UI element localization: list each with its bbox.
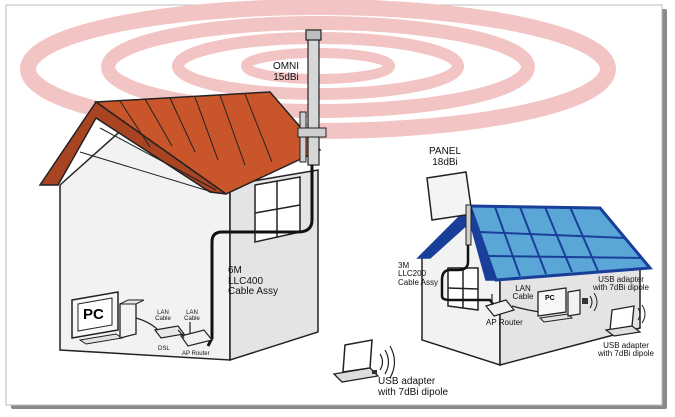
cable-3m-assy: Cable Assy <box>398 279 438 287</box>
lan-label-line2: Cable <box>509 293 537 301</box>
usb-label-line1: USB adapter <box>378 377 448 388</box>
center-usb-adapter <box>372 370 377 374</box>
lan-label-line2: Cable <box>179 316 205 322</box>
omni-label: OMNI 15dBi <box>268 62 304 83</box>
omni-antenna-clamp <box>298 128 326 137</box>
panel-gain: 18dBi <box>424 158 466 169</box>
cable-6m-assy: Cable Assy <box>228 287 278 298</box>
panel-label: PANEL 18dBi <box>424 147 466 168</box>
usb-label-line2: with 7dBi dipole <box>378 388 448 399</box>
left-lan-cable-label: LAN Cable <box>150 310 176 323</box>
left-ap-router-label: AP Router <box>182 351 210 357</box>
left-pc-tower <box>120 300 136 338</box>
usb-adapter-center-label: USB adapter with 7dBi dipole <box>378 377 448 398</box>
right-pc-tower <box>568 290 580 316</box>
usb-label-line2: with 7dBi dipole <box>583 284 659 292</box>
right-pc-monitor <box>538 288 566 316</box>
right-house-window <box>448 268 478 310</box>
center-laptop-screen <box>343 340 372 372</box>
panel-antenna-mast <box>466 205 471 245</box>
panel-antenna-face <box>427 172 472 220</box>
usb-adapter-top-label: USB adapter with 7dBi dipole <box>583 276 659 293</box>
cable-6m-length: 6M <box>228 266 278 277</box>
dsl-label: DSL <box>158 346 170 352</box>
omni-gain: 15dBi <box>268 73 304 84</box>
usb-adapter-right-label: USB adapter with 7dBi dipole <box>588 342 664 359</box>
lan-label-line2: Cable <box>150 316 176 322</box>
mid-lan-cable-label: LAN Cable <box>179 310 205 323</box>
cable-3m-label: 3M LLC200 Cable Assy <box>398 262 438 287</box>
omni-antenna-tip <box>306 30 321 40</box>
panel-name: PANEL <box>424 147 466 158</box>
cable-6m-label: 6M LLC400 Cable Assy <box>228 266 278 298</box>
left-pc-screen-label: PC <box>83 306 104 323</box>
usb-label-line2: with 7dBi dipole <box>588 350 664 358</box>
omni-name: OMNI <box>268 62 304 73</box>
right-pc-screen-label: PC <box>545 295 555 302</box>
right-usb-adapter <box>582 298 588 304</box>
right-ap-router-label: AP Router <box>486 319 523 327</box>
omni-antenna-mast <box>308 35 319 165</box>
right-lan-cable-label: LAN Cable <box>509 285 537 302</box>
